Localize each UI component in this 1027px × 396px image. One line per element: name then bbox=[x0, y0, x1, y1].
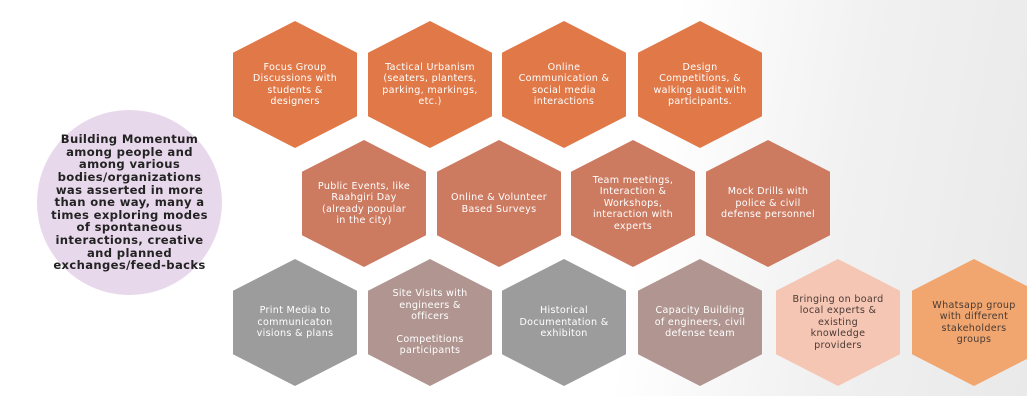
hex-design-competitions-text: Design Competitions, & walking audit wit… bbox=[653, 61, 747, 107]
hex-public-events-text: Public Events, like Raahgiri Day (alread… bbox=[317, 180, 411, 226]
hex-capacity-building: Capacity Building of engineers, civil de… bbox=[638, 259, 762, 386]
hex-print-media: Print Media to communicaton visions & pl… bbox=[233, 259, 357, 386]
hex-online-communication: Online Communication & social media inte… bbox=[502, 21, 626, 148]
hex-online-communication-text: Online Communication & social media inte… bbox=[518, 61, 610, 107]
hex-team-meetings-text: Team meetings, Interaction & Workshops, … bbox=[592, 174, 674, 232]
hex-site-visits-line1: Site Visits with engineers & officers bbox=[392, 288, 468, 323]
hex-whatsapp-group-text: Whatsapp group with different stakeholde… bbox=[932, 299, 1016, 345]
hex-online-surveys: Online & Volunteer Based Surveys bbox=[437, 140, 561, 267]
central-note-text: Building Momentum among people and among… bbox=[51, 132, 208, 273]
hex-whatsapp-group: Whatsapp group with different stakeholde… bbox=[912, 259, 1027, 386]
hex-public-events: Public Events, like Raahgiri Day (alread… bbox=[302, 140, 426, 267]
hex-mock-drills-text: Mock Drills with police & civil defense … bbox=[721, 186, 815, 221]
hex-print-media-text: Print Media to communicaton visions & pl… bbox=[256, 305, 334, 340]
hex-local-experts: Bringing on board local experts & existi… bbox=[776, 259, 900, 386]
hex-online-surveys-text: Online & Volunteer Based Surveys bbox=[451, 192, 547, 215]
hex-focus-group-text: Focus Group Discussions with students & … bbox=[252, 61, 338, 107]
hex-historical-documentation-text: Historical Documentation & exhibiton bbox=[519, 305, 609, 340]
hex-site-visits-line2: Competitions participants bbox=[396, 333, 464, 357]
hex-team-meetings: Team meetings, Interaction & Workshops, … bbox=[571, 140, 695, 267]
hex-site-visits: Site Visits with engineers & officers Co… bbox=[368, 259, 492, 386]
hex-design-competitions: Design Competitions, & walking audit wit… bbox=[638, 21, 762, 148]
hex-tactical-urbanism-text: Tactical Urbanism (seaters, planters, pa… bbox=[382, 61, 478, 107]
hex-mock-drills: Mock Drills with police & civil defense … bbox=[706, 140, 830, 267]
hex-focus-group: Focus Group Discussions with students & … bbox=[233, 21, 357, 148]
hex-historical-documentation: Historical Documentation & exhibiton bbox=[502, 259, 626, 386]
hex-tactical-urbanism: Tactical Urbanism (seaters, planters, pa… bbox=[368, 21, 492, 148]
hex-local-experts-text: Bringing on board local experts & existi… bbox=[792, 293, 884, 351]
hex-capacity-building-text: Capacity Building of engineers, civil de… bbox=[654, 305, 746, 340]
central-note-circle: Building Momentum among people and among… bbox=[37, 110, 222, 295]
hex-site-visits-text: Site Visits with engineers & officers Co… bbox=[382, 288, 478, 356]
